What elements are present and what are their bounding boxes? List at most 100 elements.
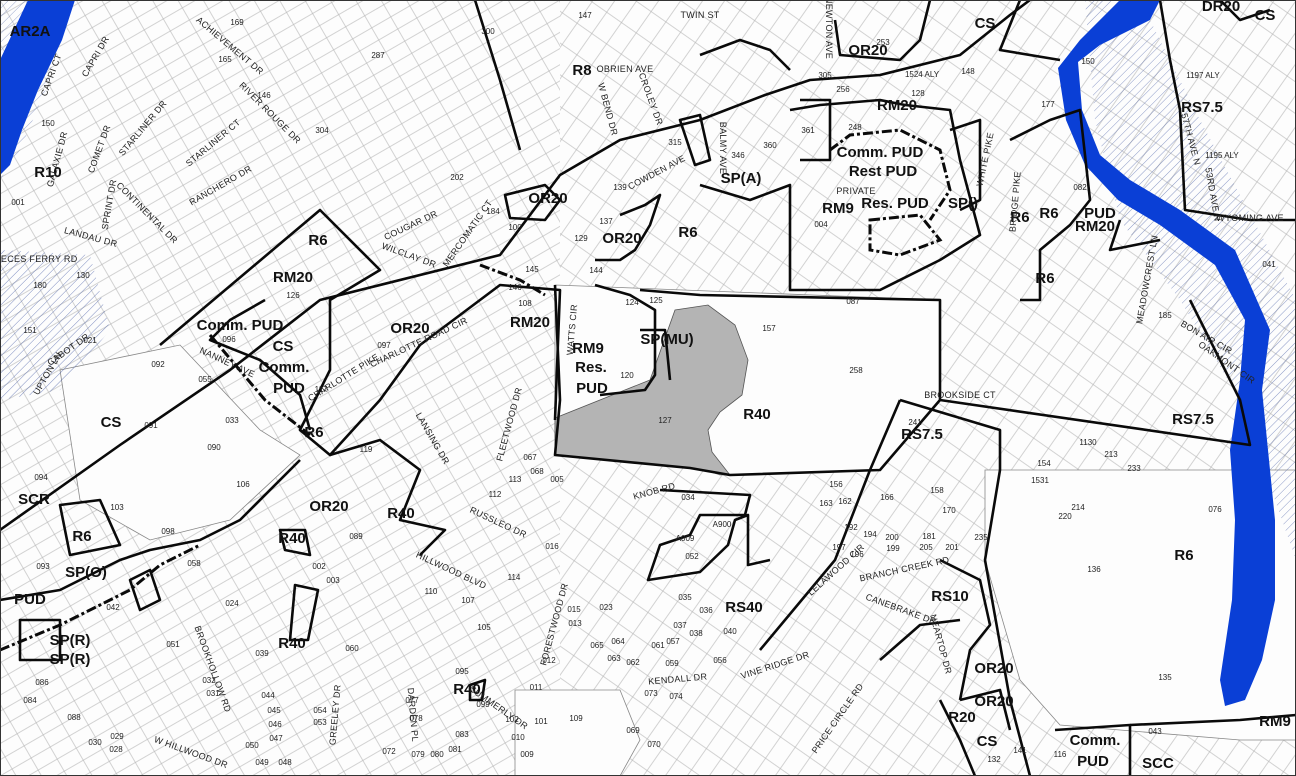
parcel-number: 015	[567, 605, 581, 614]
parcel-number: 201	[945, 543, 959, 552]
parcel-number: 005	[550, 475, 564, 484]
parcel-number: 050	[245, 741, 259, 750]
parcel-number: 305	[818, 71, 832, 80]
zone-label: OR20	[309, 498, 348, 515]
parcel-number: 220	[1058, 512, 1072, 521]
parcel-number: A009	[676, 534, 695, 543]
parcel-number: 097	[377, 341, 391, 350]
zone-label: CS	[1255, 7, 1276, 24]
parcel-number: 042	[106, 603, 120, 612]
parcel-number: 080	[430, 750, 444, 759]
parcel-number: 117	[315, 385, 328, 394]
parcel-number: 060	[345, 644, 359, 653]
parcel-number: 028	[109, 745, 123, 754]
parcel-number: 1195 ALY	[1205, 151, 1239, 160]
parcel-number: 072	[382, 747, 396, 756]
zone-label: RM20	[877, 97, 917, 114]
zone-label: R6	[308, 232, 327, 249]
parcel-number: 041	[1262, 260, 1276, 269]
parcel-number: 304	[315, 126, 329, 135]
zone-label: R6	[304, 424, 323, 441]
parcel-number: 016	[545, 542, 559, 551]
zone-label: R40	[278, 530, 306, 547]
parcel-number: 166	[880, 493, 894, 502]
zone-label: OR20	[848, 42, 887, 59]
river	[0, 0, 1275, 706]
parcel-number: 062	[626, 658, 640, 667]
zone-label: R6	[72, 528, 91, 545]
zone-label: SP(R)	[50, 632, 91, 649]
parcel-number: 048	[278, 758, 292, 767]
parcel-number: 002	[312, 562, 326, 571]
parcel-number: 061	[651, 641, 665, 650]
zone-label: R6	[1174, 547, 1193, 564]
parcel-number: 056	[713, 656, 727, 665]
parcel-number: 148	[961, 67, 975, 76]
parcel-number: 049	[255, 758, 269, 767]
zone-label: RS7.5	[1172, 411, 1214, 428]
street-label: OBRIEN AVE	[597, 64, 654, 74]
parcel-number: 205	[919, 543, 933, 552]
parcel-number: 037	[673, 621, 687, 630]
parcel-number: 1524 ALY	[905, 70, 940, 79]
zone-label: PUD	[273, 380, 305, 397]
parcel-number: 011	[530, 683, 543, 692]
zone-label: RS7.5	[1181, 99, 1223, 116]
parcel-number: 092	[151, 360, 165, 369]
parcel-number: 067	[523, 453, 537, 462]
parcel-number: 105	[477, 623, 491, 632]
parcel-number: 079	[411, 750, 425, 759]
parcel-number: 106	[236, 480, 250, 489]
parcel-number: 156	[829, 480, 843, 489]
parcel-number: 116	[1054, 750, 1067, 759]
parcel-number: 129	[574, 234, 588, 243]
parcel-number: 145	[525, 265, 539, 274]
zone-label: Res. PUD	[861, 195, 929, 212]
parcel-number: 084	[23, 696, 37, 705]
parcel-number: 089	[349, 532, 363, 541]
zone-label: SP(O)	[65, 564, 107, 581]
parcel-number: 013	[568, 619, 582, 628]
parcel-number: 098	[161, 527, 175, 536]
zone-label: Rest PUD	[849, 163, 918, 180]
parcel-number: 253	[876, 38, 890, 47]
zone-label: SP(R)	[50, 651, 91, 668]
parcel-number: 070	[647, 740, 661, 749]
zone-label: R20	[948, 709, 976, 726]
zone-label: RS7.5	[901, 426, 943, 443]
zone-label: Comm.	[1070, 732, 1121, 749]
parcel-number: 036	[699, 606, 713, 615]
parcel-number: 150	[41, 119, 55, 128]
parcel-number: 100	[508, 223, 522, 232]
zone-label: OR20	[390, 320, 429, 337]
zone-label: SP(A)	[721, 170, 762, 187]
parcel-number: 213	[1104, 450, 1118, 459]
zone-label: Res.	[575, 359, 607, 376]
parcel-number: 069	[626, 726, 640, 735]
parcel-number: 054	[313, 706, 327, 715]
zone-label: RM9	[1259, 713, 1291, 730]
parcel-number: 096	[222, 335, 236, 344]
parcel-number: 081	[448, 745, 462, 754]
parcel-number: 077	[405, 696, 419, 705]
parcel-number: 057	[666, 637, 680, 646]
parcel-number: 094	[34, 473, 48, 482]
parcel-number: 021	[83, 336, 97, 345]
parcel-number: 151	[23, 326, 37, 335]
zone-label: OR20	[602, 230, 641, 247]
parcel-number: 065	[590, 641, 604, 650]
parcel-number: A900	[713, 520, 732, 529]
parcel-number: 361	[801, 126, 815, 135]
parcel-number: 040	[723, 627, 737, 636]
parcel-number: 024	[225, 599, 239, 608]
parcel-number: 241	[908, 418, 922, 427]
parcel-number: 185	[1158, 311, 1172, 320]
zone-label: SP(MU)	[640, 331, 693, 348]
parcel-number: 047	[269, 734, 283, 743]
zone-label: RM20	[1075, 218, 1115, 235]
zone-label: CS	[273, 338, 294, 355]
